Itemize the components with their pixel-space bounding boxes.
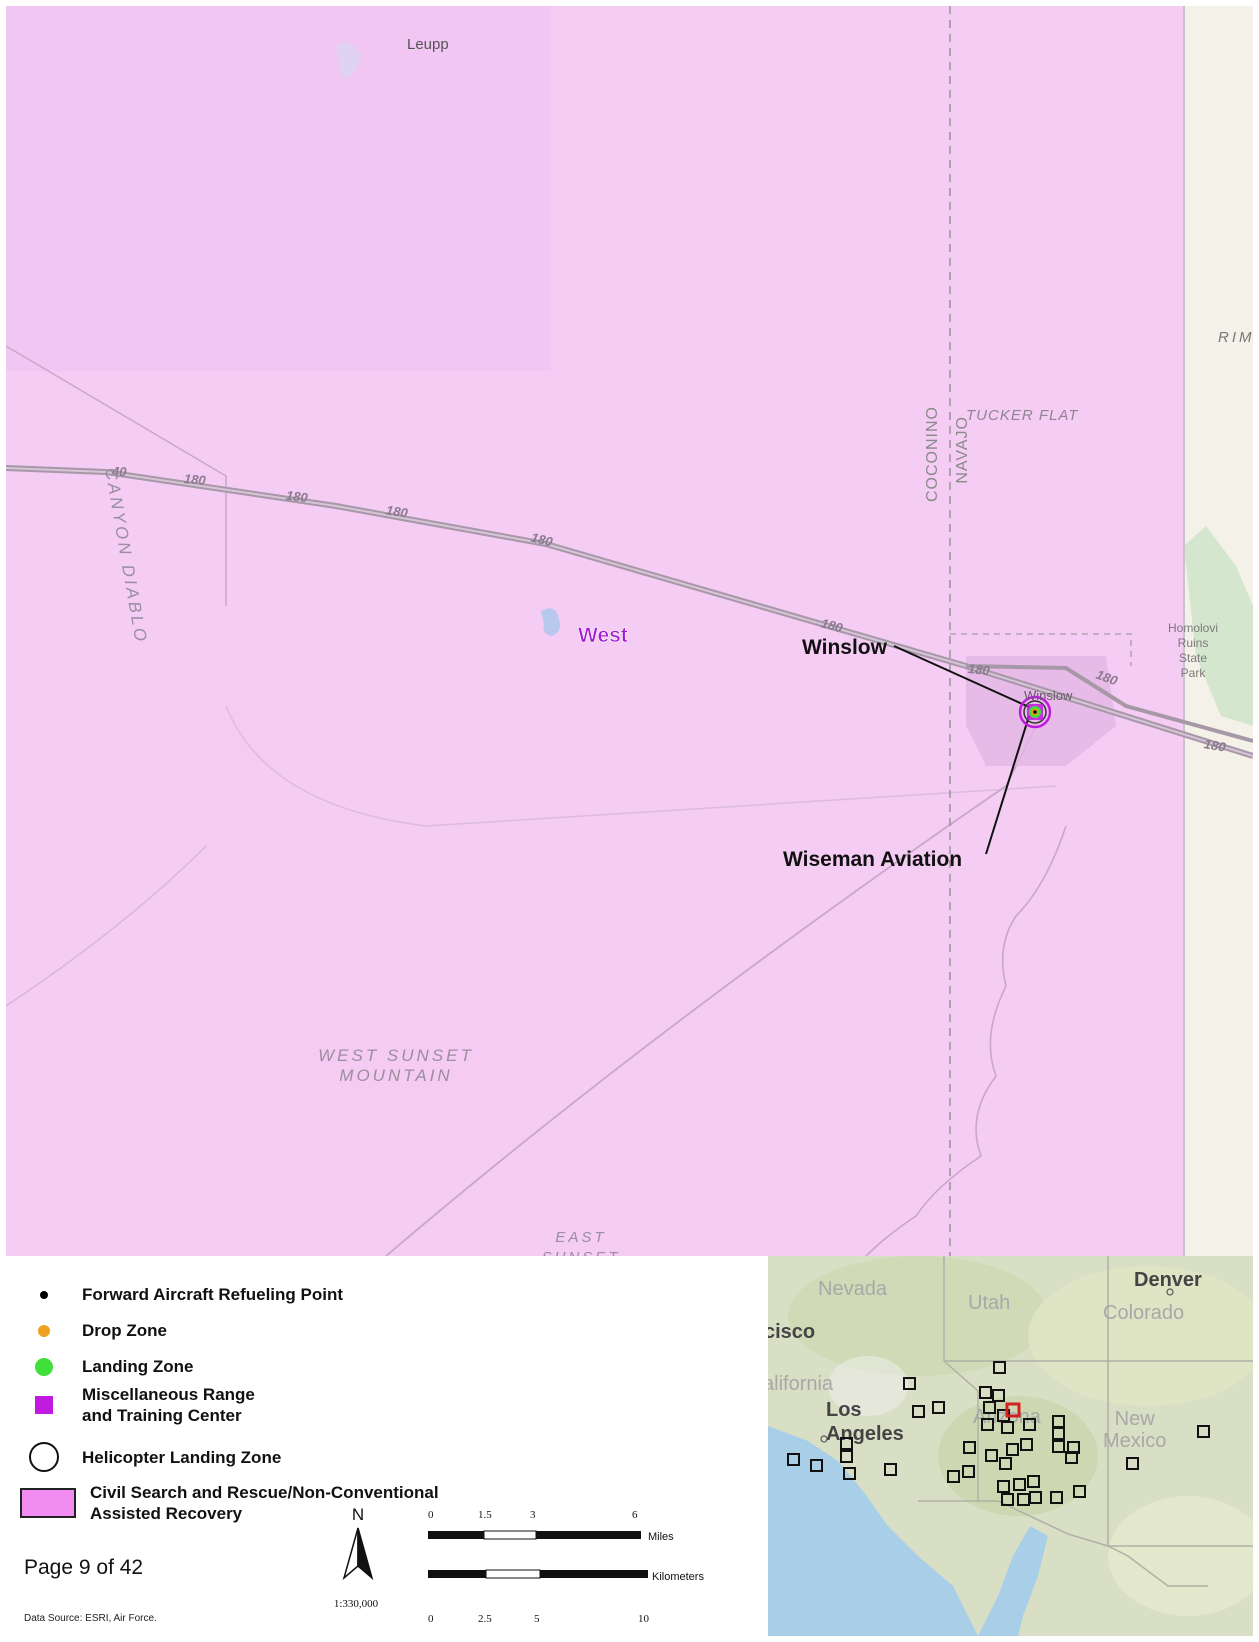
legend-item-drop-zone: Drop Zone (6, 1320, 167, 1341)
inset-map[interactable]: Nevada Utah Colorado alifornia Arizona N… (768, 1256, 1253, 1636)
inset-city-san-francisco: cisco (768, 1321, 816, 1343)
scale-km-label: Kilometers (652, 1571, 704, 1583)
data-source: Data Source: ESRI, Air Force. (24, 1613, 157, 1624)
scale-ratio: 1:330,000 (333, 1598, 379, 1610)
purple-square-icon (35, 1396, 53, 1414)
svg-text:N: N (352, 1506, 364, 1524)
place-winslow: Winslow (1024, 688, 1073, 703)
callout-wiseman-aviation[interactable]: Wiseman Aviation (783, 848, 963, 871)
callout-winslow[interactable]: Winslow (802, 636, 887, 659)
scale-tick-km-3: 10 (638, 1613, 650, 1625)
legend-item-helicopter-lz: Helicopter Landing Zone (6, 1442, 281, 1472)
scale-tick-mi-0: 0 (428, 1509, 434, 1521)
inset-canvas (768, 1256, 1253, 1636)
page-indicator: Page 9 of 42 (24, 1556, 144, 1579)
scale-tick-km-0: 0 (428, 1613, 434, 1625)
county-coconino: COCONINO (924, 406, 941, 502)
hwy-180-label: 180 (285, 487, 309, 506)
scale-tick-km-2: 5 (534, 1613, 540, 1625)
legend-item-landing-zone: Landing Zone (6, 1356, 193, 1377)
map-frame: 40 180 180 180 180 180 180 180 180 Leupp… (6, 6, 1253, 1636)
scale-miles-label: Miles (648, 1531, 674, 1543)
place-rim: RIM (1218, 329, 1253, 346)
inset-state-arizona: Arizona (973, 1406, 1041, 1428)
map-canvas (6, 6, 1253, 1256)
hwy-180-label: 180 (384, 502, 409, 521)
open-circle-icon (29, 1442, 59, 1472)
inset-city-denver: Denver (1134, 1269, 1202, 1291)
county-navajo: NAVAJO (954, 416, 971, 484)
main-map[interactable]: 40 180 180 180 180 180 180 180 180 Leupp… (6, 6, 1253, 1257)
legend-panel: Forward Aircraft Refueling Point Drop Zo… (6, 1256, 769, 1636)
pink-rectangle-icon (20, 1488, 76, 1518)
inset-state-colorado: Colorado (1103, 1302, 1185, 1324)
legend-item-farp: Forward Aircraft Refueling Point (6, 1284, 343, 1305)
terrain-west-sunset-mountain: WEST SUNSET MOUNTAIN (318, 1046, 474, 1085)
inset-state-utah: Utah (968, 1292, 1011, 1314)
scale-tick-km-1: 2.5 (478, 1613, 492, 1625)
scale-bar: 0 1.5 3 6 Miles 0 2.5 5 10 Kilometers (428, 1509, 704, 1625)
area-label-west[interactable]: West (578, 624, 628, 648)
scale-tick-mi-1: 1.5 (478, 1509, 492, 1521)
place-tucker-flat: TUCKER FLAT (966, 407, 1079, 424)
green-dot-icon (35, 1357, 53, 1376)
place-leupp: Leupp (407, 36, 449, 53)
inset-city-los-angeles: Los Angeles (826, 1399, 904, 1445)
orange-dot-icon (38, 1324, 50, 1337)
scale-tick-mi-3: 6 (632, 1509, 638, 1521)
inset-state-california: alifornia (768, 1373, 834, 1395)
legend-item-civil-search: Civil Search and Rescue/Non-Conventional… (6, 1482, 439, 1524)
hwy-180-label: 180 (183, 471, 207, 488)
inset-state-nevada: Nevada (818, 1278, 887, 1300)
inset-state-new-mexico: New Mexico (1103, 1408, 1167, 1452)
place-homolovi: Homolovi Ruins State Park (1168, 621, 1219, 680)
north-arrow-icon: N (342, 1506, 374, 1581)
black-dot-icon (40, 1290, 48, 1299)
hwy-180-label: 180 (967, 660, 991, 679)
scale-tick-mi-2: 3 (530, 1509, 536, 1521)
site-marker-ring (1018, 695, 1052, 729)
terrain-east-sunset: EAST SUNSET (542, 1229, 618, 1256)
